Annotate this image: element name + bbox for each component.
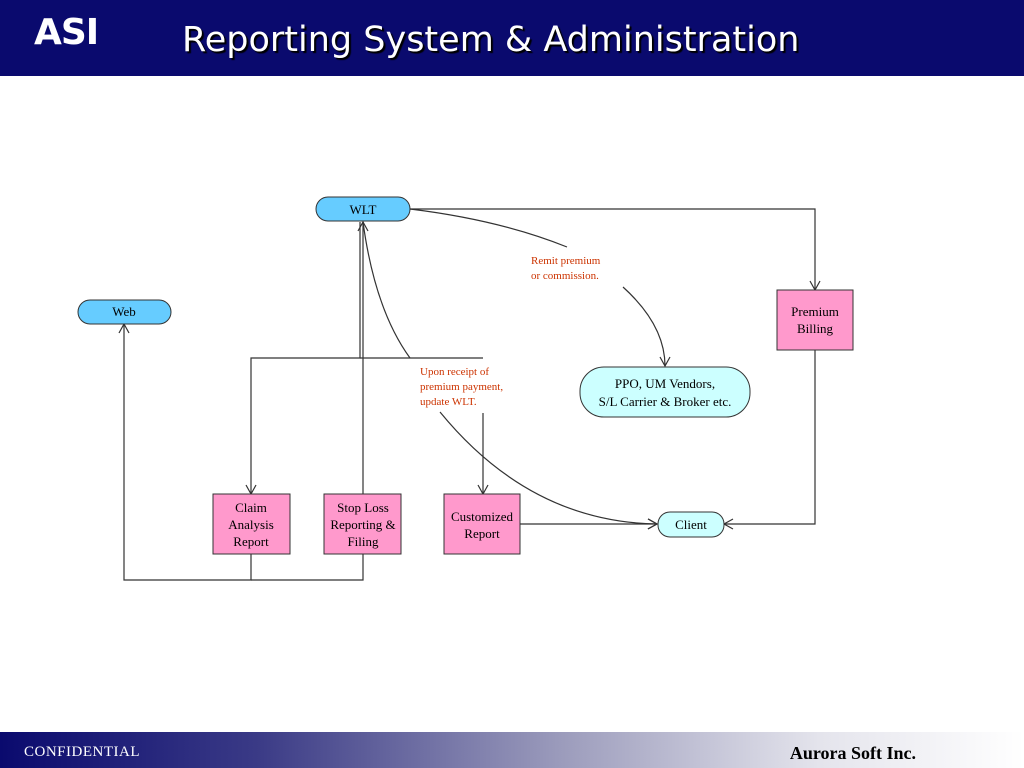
receipt-annotation-line-3: update WLT. — [420, 396, 477, 408]
connector-wlt-to-claim-report — [245, 222, 361, 496]
stop-loss-label-line-3: Filing — [347, 534, 379, 549]
connector-curve-to-client — [439, 411, 659, 530]
node-customized-report: Customized Report — [443, 493, 521, 555]
connector-wlt-to-vendors-lower — [622, 286, 671, 368]
connector-billing-to-client — [722, 350, 816, 530]
customized-report-label-line-2: Report — [464, 526, 500, 541]
stop-loss-label-line-2: Reporting & — [330, 517, 395, 532]
annotation-receipt: Upon receipt of premium payment, update … — [420, 366, 503, 408]
claim-report-label-line-2: Analysis — [228, 517, 274, 532]
wlt-label: WLT — [350, 202, 377, 217]
web-label: Web — [112, 304, 136, 319]
remit-annotation-line-1: Remit premium — [531, 255, 601, 267]
connector-wlt-curve-upper — [362, 221, 411, 359]
premium-billing-label-line-1: Premium — [791, 304, 839, 319]
title-bar: ASI Reporting System & Administration — [0, 0, 1024, 76]
node-wlt: WLT — [315, 196, 411, 222]
node-claim-analysis-report: Claim Analysis Report — [212, 493, 291, 555]
client-label: Client — [675, 517, 707, 532]
node-web: Web — [77, 299, 172, 325]
logo: ASI — [34, 12, 99, 53]
annotation-remit: Remit premium or commission. — [531, 255, 601, 282]
confidential-label: CONFIDENTIAL — [24, 744, 140, 760]
connector-reports-to-web — [118, 322, 252, 581]
stop-loss-label-line-1: Stop Loss — [337, 500, 389, 515]
customized-report-label-line-1: Customized — [451, 509, 514, 524]
claim-report-label-line-1: Claim — [235, 500, 267, 515]
node-client: Client — [657, 511, 725, 538]
claim-report-label-line-3: Report — [233, 534, 269, 549]
node-vendors: PPO, UM Vendors, S/L Carrier & Broker et… — [579, 366, 751, 418]
connector-stop-loss-to-web — [251, 554, 364, 581]
flow-diagram: WLT Web Premium Billing PPO, UM Vendors,… — [77, 196, 854, 581]
vendors-label-line-1: PPO, UM Vendors, — [615, 376, 715, 391]
page-title: Reporting System & Administration — [182, 20, 800, 60]
vendors-label-line-2: S/L Carrier & Broker etc. — [599, 394, 732, 409]
receipt-annotation-line-1: Upon receipt of — [420, 366, 489, 378]
company-name: Aurora Soft Inc. — [789, 743, 916, 763]
premium-billing-label-line-2: Billing — [797, 321, 834, 336]
remit-annotation-line-2: or commission. — [531, 270, 599, 282]
node-premium-billing: Premium Billing — [776, 289, 854, 351]
node-stop-loss-reporting: Stop Loss Reporting & Filing — [323, 493, 402, 555]
connector-wlt-to-premium-billing — [410, 208, 821, 292]
receipt-annotation-line-2: premium payment, — [420, 381, 503, 393]
footer-bar: CONFIDENTIAL Aurora Soft Inc. — [0, 732, 1024, 768]
connector-wlt-to-vendors-upper — [409, 208, 568, 248]
